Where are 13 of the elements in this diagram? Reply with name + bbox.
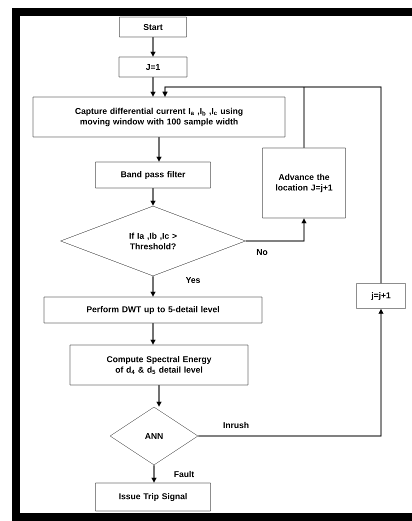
edge-label: No (255, 248, 269, 256)
edge-label: Fault (172, 470, 196, 478)
process-box: Advance the location J=j+1 (262, 148, 346, 218)
process-box: Issue Trip Signal (95, 482, 211, 512)
process-box: Perform DWT up to 5-detail level (44, 296, 262, 324)
process-box: Band pass filter (95, 162, 211, 188)
edge-label: Inrush (222, 420, 250, 430)
process-box: Capture differential current I$_{a}$ ,I$_{b}$ ,I$_{c}$ using moving window with 100 sample width (32, 96, 286, 138)
process-box: j=j+1 (356, 283, 406, 309)
process-box: Start (119, 16, 187, 38)
edge-label: Yes (184, 276, 202, 284)
process-box: Compute Spectral Energy of d$_{4}$ & d$_{5}$ detail level (70, 344, 248, 386)
process-box: J=1 (118, 56, 188, 78)
